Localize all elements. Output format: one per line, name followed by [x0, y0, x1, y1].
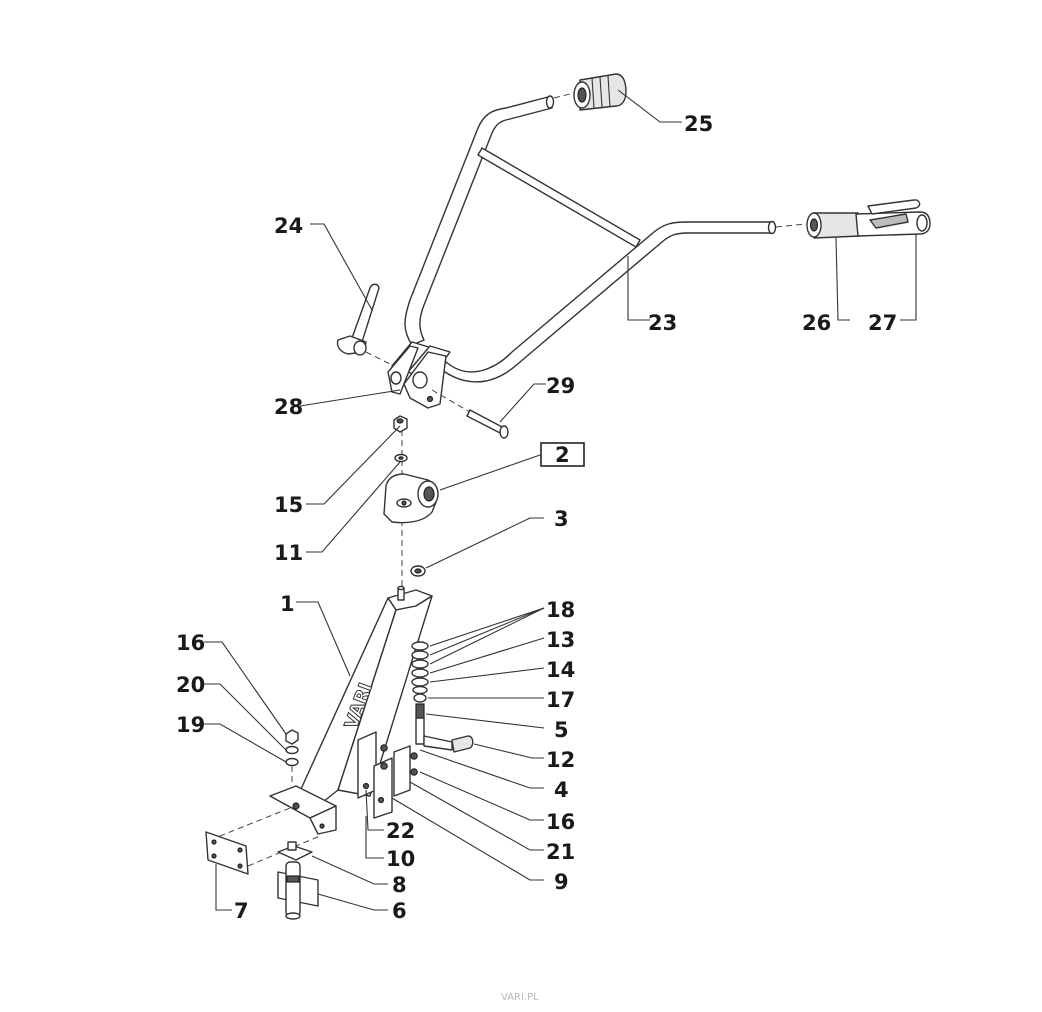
watermark: VARI.PL [501, 992, 539, 1003]
locking-lever [336, 283, 395, 367]
spring-stack [411, 641, 429, 719]
label-1: 1 [280, 592, 295, 616]
nut-15 [393, 415, 408, 433]
clamp-plate-7 [205, 803, 321, 875]
label-12: 12 [546, 748, 575, 772]
label-13: 13 [546, 628, 575, 652]
label-16-right: 16 [546, 810, 575, 834]
nut-washer-left [285, 729, 299, 786]
label-21: 21 [546, 840, 575, 864]
label-6: 6 [392, 899, 407, 923]
label-8: 8 [392, 873, 407, 897]
clamp-plate-8 [277, 841, 313, 861]
handlebar-frame [404, 95, 777, 383]
label-19: 19 [176, 713, 205, 737]
leader-lines [204, 89, 917, 911]
washer-11 [394, 453, 408, 463]
label-3: 3 [554, 507, 569, 531]
handle-clevis [387, 341, 451, 409]
label-17: 17 [546, 688, 575, 712]
label-10: 10 [386, 847, 415, 871]
part-labels: 25 24 23 26 27 28 29 2 15 11 3 1 18 13 1… [176, 112, 897, 923]
grip-right-throttle [775, 199, 931, 239]
locking-pin [415, 717, 474, 753]
label-26: 26 [802, 311, 831, 335]
label-18: 18 [546, 598, 575, 622]
label-24: 24 [274, 214, 303, 238]
label-20: 20 [176, 673, 205, 697]
label-9: 9 [554, 870, 569, 894]
label-5: 5 [554, 718, 569, 742]
grip-left [553, 73, 627, 111]
washer-3 [410, 565, 426, 577]
bolt [431, 389, 509, 439]
bracket-assembly [357, 731, 418, 819]
label-23: 23 [648, 311, 677, 335]
label-2-box [540, 442, 585, 467]
label-2: 2 [555, 443, 570, 467]
label-14: 14 [546, 658, 575, 682]
pin-6 [277, 861, 319, 920]
label-7: 7 [234, 899, 249, 923]
label-4: 4 [554, 778, 569, 802]
label-29: 29 [546, 374, 575, 398]
swivel-head [383, 473, 439, 524]
label-15: 15 [274, 493, 303, 517]
label-27: 27 [868, 311, 897, 335]
label-28: 28 [274, 395, 303, 419]
label-22: 22 [386, 819, 415, 843]
label-16-left: 16 [176, 631, 205, 655]
label-11: 11 [274, 541, 303, 565]
main-stem: VARI [269, 585, 433, 835]
label-25: 25 [684, 112, 713, 136]
